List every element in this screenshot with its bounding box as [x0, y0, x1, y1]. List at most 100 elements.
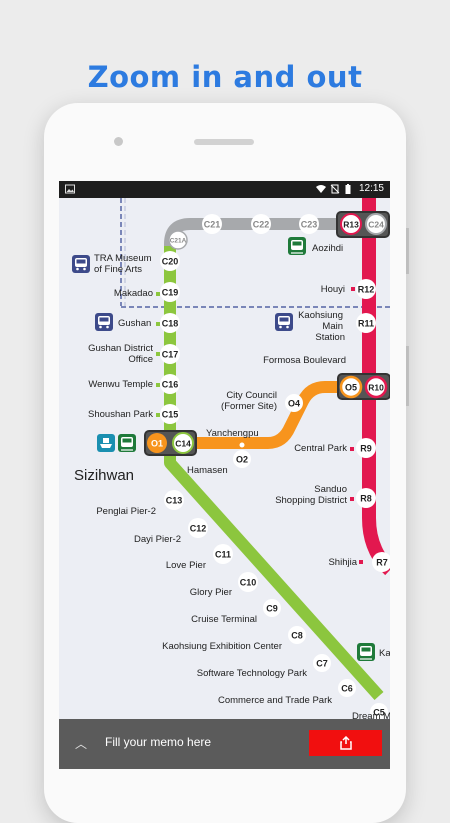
battery-icon — [345, 184, 351, 194]
station-r8[interactable]: R8 — [356, 488, 376, 508]
image-icon — [65, 184, 75, 194]
label-dayi: Dayi Pier-2 — [134, 534, 181, 545]
station-c9[interactable]: C9 — [263, 599, 281, 617]
connector-dot — [156, 322, 160, 326]
orange-station-tick — [239, 442, 245, 448]
station-r13-code: R13 — [343, 220, 359, 230]
station-c18[interactable]: C18 — [160, 313, 180, 333]
station-r7[interactable]: R7 — [372, 552, 390, 572]
label-yanchengpu: Yanchengpu — [206, 428, 259, 439]
station-c22[interactable]: C22 — [251, 214, 271, 234]
station-c8-code: C8 — [291, 631, 303, 641]
label-tra-museum-1: TRA Museum — [94, 253, 152, 264]
station-c5[interactable]: C5 — [370, 703, 388, 719]
station-c5-code: C5 — [373, 708, 385, 718]
station-c10[interactable]: C10 — [238, 572, 258, 592]
station-c23-code: C23 — [301, 220, 318, 230]
station-o2[interactable]: O2 — [233, 450, 251, 468]
station-c24-code: C24 — [368, 220, 384, 230]
station-o1-code: O1 — [151, 439, 163, 449]
station-c24[interactable]: C24 — [365, 213, 387, 235]
station-c10-code: C10 — [240, 578, 257, 588]
label-kaohsiung-main-3: Station — [315, 332, 345, 343]
connector-dot — [350, 497, 354, 501]
label-ka: Ka — [379, 648, 390, 659]
station-c17[interactable]: C17 — [160, 344, 180, 364]
phone-frame: 12:15 C21A — [44, 103, 406, 823]
label-hamasen: Hamasen — [187, 465, 228, 476]
station-c19[interactable]: C19 — [160, 282, 180, 302]
chevron-up-icon[interactable]: ︿ — [75, 737, 88, 751]
share-icon — [339, 736, 352, 750]
wifi-icon — [316, 185, 326, 193]
status-bar: 12:15 — [59, 181, 390, 198]
no-sim-icon — [330, 184, 340, 194]
station-r9[interactable]: R9 — [356, 438, 376, 458]
station-c21a[interactable]: C21A — [168, 230, 188, 250]
metro-map[interactable]: C21A C21 C22 C23 R13 C24 C20 C19 C18 C17… — [59, 198, 390, 719]
station-c14[interactable]: C14 — [172, 432, 194, 454]
connector-dot — [156, 383, 160, 387]
connector-dot — [359, 560, 363, 564]
label-exhibition: Kaohsiung Exhibition Center — [162, 641, 282, 652]
station-r13[interactable]: R13 — [340, 213, 362, 235]
station-c12-code: C12 — [190, 524, 207, 534]
station-o2-code: O2 — [236, 455, 248, 465]
label-shoushan: Shoushan Park — [88, 409, 153, 420]
station-c23[interactable]: C23 — [299, 214, 319, 234]
connector-dot — [156, 413, 160, 417]
station-c21[interactable]: C21 — [202, 214, 222, 234]
station-c19-code: C19 — [162, 288, 179, 298]
phone-screen: 12:15 C21A — [59, 181, 390, 769]
station-r11[interactable]: R11 — [356, 313, 376, 333]
connector-dot — [351, 287, 355, 291]
label-dream: Dream M — [352, 711, 390, 719]
station-c16-code: C16 — [162, 380, 179, 390]
station-c15-code: C15 — [162, 410, 179, 420]
orange-line — [159, 381, 390, 449]
station-c20[interactable]: C20 — [160, 251, 180, 271]
station-r12[interactable]: R12 — [356, 279, 376, 299]
label-gushan: Gushan — [118, 318, 151, 329]
label-central-park: Central Park — [294, 443, 347, 454]
label-sanduo-2: Shopping District — [275, 495, 347, 506]
light-rail-icon — [357, 643, 375, 661]
label-sizihwan: Sizihwan — [74, 467, 134, 484]
label-penglai: Penglai Pier-2 — [96, 506, 156, 517]
phone-earpiece — [194, 139, 254, 145]
train-icon — [275, 313, 293, 331]
station-c22-code: C22 — [253, 220, 270, 230]
station-c11[interactable]: C11 — [213, 544, 233, 564]
label-software: Software Technology Park — [197, 668, 307, 679]
station-c16[interactable]: C16 — [160, 374, 180, 394]
train-icon — [72, 255, 90, 273]
label-gushan-office-2: Office — [128, 354, 153, 365]
headline: Zoom in and out — [87, 60, 363, 94]
station-c7[interactable]: C7 — [313, 654, 331, 672]
connector-dot — [156, 292, 160, 296]
phone-camera — [114, 137, 123, 146]
memo-bar[interactable]: ︿ Fill your memo here — [59, 719, 390, 769]
station-o5[interactable]: O5 — [339, 375, 363, 399]
train-icon — [95, 313, 113, 331]
station-r8-code: R8 — [360, 494, 372, 504]
label-gushan-office-1: Gushan District — [88, 343, 153, 354]
label-wenwu: Wenwu Temple — [88, 379, 153, 390]
station-c13[interactable]: C13 — [164, 490, 184, 510]
station-c15[interactable]: C15 — [160, 404, 180, 424]
station-r10-code: R10 — [368, 383, 384, 393]
station-c21-code: C21 — [204, 220, 221, 230]
station-o4[interactable]: O4 — [285, 394, 303, 412]
share-button[interactable] — [309, 730, 382, 756]
label-formosa: Formosa Boulevard — [263, 355, 346, 366]
station-c17-code: C17 — [162, 350, 179, 360]
memo-placeholder[interactable]: Fill your memo here — [105, 735, 212, 749]
station-c12[interactable]: C12 — [188, 518, 208, 538]
station-c6[interactable]: C6 — [338, 679, 356, 697]
light-rail-icon — [288, 237, 306, 255]
light-rail-icon — [118, 434, 136, 452]
station-c8[interactable]: C8 — [288, 626, 306, 644]
station-o1[interactable]: O1 — [147, 433, 167, 453]
label-aozihdi: Aozihdi — [312, 243, 343, 254]
station-r10[interactable]: R10 — [364, 375, 388, 399]
